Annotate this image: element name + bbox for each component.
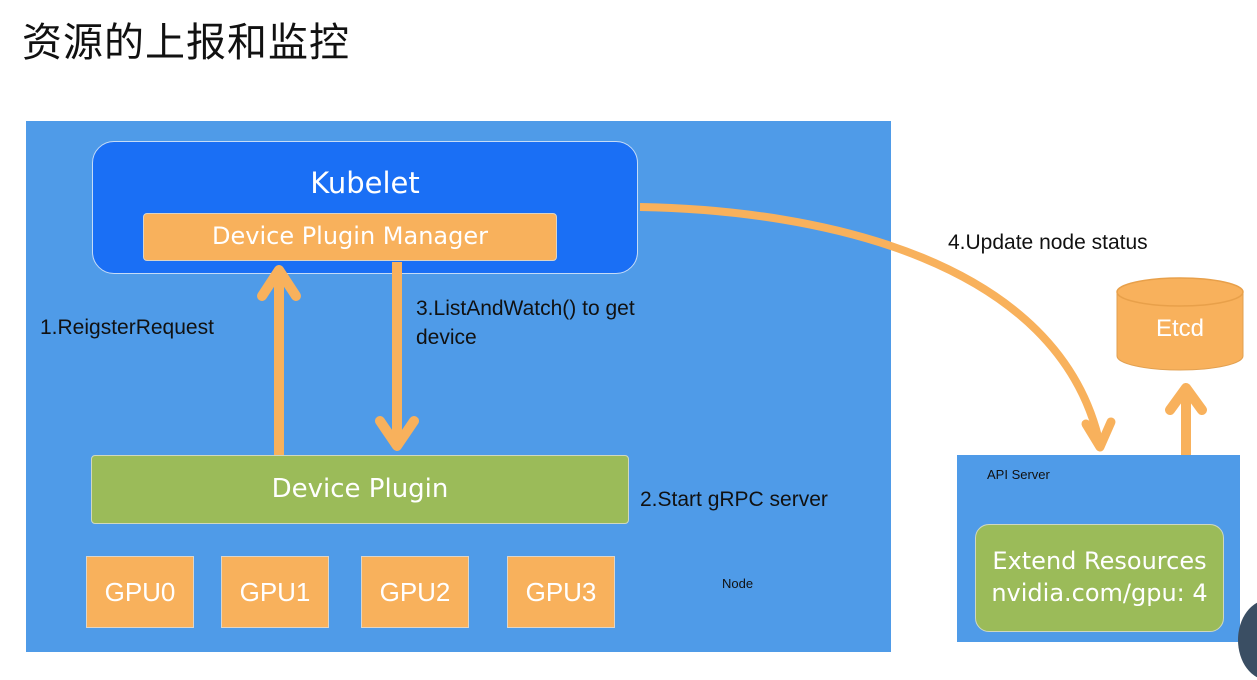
etcd-label: Etcd [1156,315,1204,342]
page-title: 资源的上报和监控 [22,20,350,66]
step-list-watch-line2: device [416,326,477,349]
update-status-arrow [639,203,1116,452]
gpu-box: GPU2 [361,556,469,628]
gpu-box: GPU3 [507,556,615,628]
etcd-cylinder: Etcd [1116,277,1244,371]
list-watch-arrow [375,262,419,451]
extend-resources-title: Extend Resources [992,547,1207,575]
api-server-label: API Server [987,467,1050,482]
step-register-label: 1.ReigsterRequest [40,316,214,339]
step-list-watch-label: 3.ListAndWatch() to get device [416,294,635,352]
kubelet-label: Kubelet [310,166,420,200]
step-list-watch-line1: 3.ListAndWatch() to get [416,297,635,320]
device-plugin-box: Device Plugin [91,455,629,524]
extend-resources-value: nvidia.com/gpu: 4 [991,579,1208,607]
diagram-overlay: Etcd [257,203,1244,455]
api-to-etcd-arrow [1165,383,1207,455]
gpu-box: GPU1 [221,556,329,628]
extend-resources-box: Extend Resources nvidia.com/gpu: 4 [975,524,1224,632]
gpu-box: GPU0 [86,556,194,628]
step-start-grpc-label: 2.Start gRPC server [640,488,828,511]
register-arrow [257,265,301,455]
device-plugin-manager-box: Device Plugin Manager [143,213,557,261]
step-update-status-label: 4.Update node status [948,231,1148,254]
node-label: Node [722,576,754,591]
